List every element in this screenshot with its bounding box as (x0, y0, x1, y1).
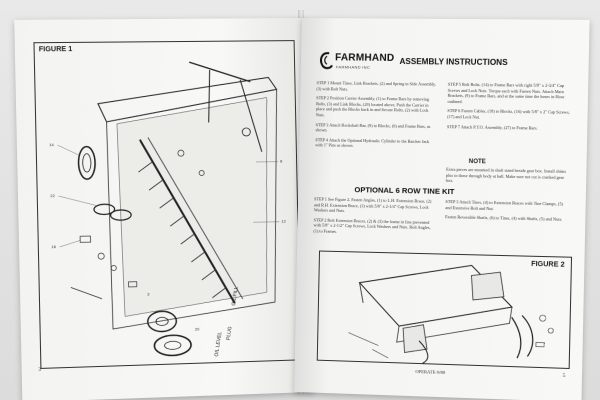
brand-subtitle: FARMHAND INC (335, 64, 371, 70)
figure-2-frame: FIGURE 2 (316, 250, 573, 371)
step-text: Fasten Reversible Shafts, (6) to Tines, … (445, 214, 563, 222)
right-page-number: 5 (562, 373, 566, 380)
left-page-number: 3 (38, 367, 42, 374)
step-text: STEP 5 Bolt Bolts, (14) to Frame Bars wi… (447, 81, 565, 104)
tine-kit-column-2: STEP 3 Attach Tines, (4) to Extension Br… (445, 199, 569, 227)
step-text: STEP 2 Position Carrier Assembly, (1) to… (315, 95, 430, 118)
note-body: Extra pieces are mounted in shaft stand … (446, 167, 570, 190)
step-text: STEP 7 Attach P.T.O. Assembly, (27) to F… (446, 123, 538, 131)
svg-text:22: 22 (50, 193, 55, 198)
step-text: STEP 2 Bolt Extension Braces, (2) & (3) … (313, 217, 431, 234)
svg-text:14: 14 (49, 142, 54, 147)
svg-text:16: 16 (51, 244, 56, 249)
brand-name: FARMHAND (334, 52, 395, 64)
tine-kit-column-1: STEP 1 See Figure 2, Fasten Angles, (1) … (313, 196, 435, 240)
farmhand-logo-icon (319, 52, 332, 69)
optional-tine-kit-title: OPTIONAL 6 ROW TINE KIT (354, 185, 455, 197)
figure-1-frame: FIGURE 1 (33, 40, 302, 370)
instructions-column-2: STEP 5 Bolt Bolts, (14) to Frame Bars wi… (447, 82, 572, 136)
exploded-assembly-diagram: 14 22 16 8 12 3 20 (49, 41, 287, 370)
step-text: STEP 3 Attach Tines, (4) to Extension Br… (445, 198, 564, 211)
page-header: FARMHAND FARMHAND INC ASSEMBLY INSTRUCTI… (317, 50, 572, 75)
instructions-column-1: STEP 1 Mount Tines, Link Brackets, (2) a… (315, 80, 438, 154)
svg-text:8: 8 (280, 158, 283, 163)
left-page: FIGURE 1 (14, 17, 314, 400)
note-heading: NOTE (468, 158, 486, 166)
assembly-instructions-title: ASSEMBLY INSTRUCTIONS (399, 56, 508, 68)
tine-kit-diagram (318, 252, 573, 371)
svg-text:3: 3 (147, 291, 150, 296)
step-text: STEP 1 See Figure 2, Fasten Angles, (1) … (313, 196, 432, 214)
svg-text:12: 12 (281, 219, 286, 224)
step-text: STEP 3 Attach Rockshaft Bar, (9) to Bloc… (315, 121, 431, 133)
step-text: STEP 1 Mount Tines, Link Brackets, (2) a… (316, 80, 436, 92)
footer-document-code: OPERATE-9/88 (415, 368, 446, 376)
step-text: STEP 4 Attach the Optional Hydraulic Cyl… (315, 137, 430, 149)
svg-text:20: 20 (195, 326, 200, 331)
note-text: Extra pieces are mounted in shaft stand … (445, 166, 567, 184)
right-page: FARMHAND FARMHAND INC ASSEMBLY INSTRUCTI… (294, 17, 590, 400)
step-text: STEP 6 Fasten Cables, (18) to Blocks, (1… (447, 108, 570, 120)
